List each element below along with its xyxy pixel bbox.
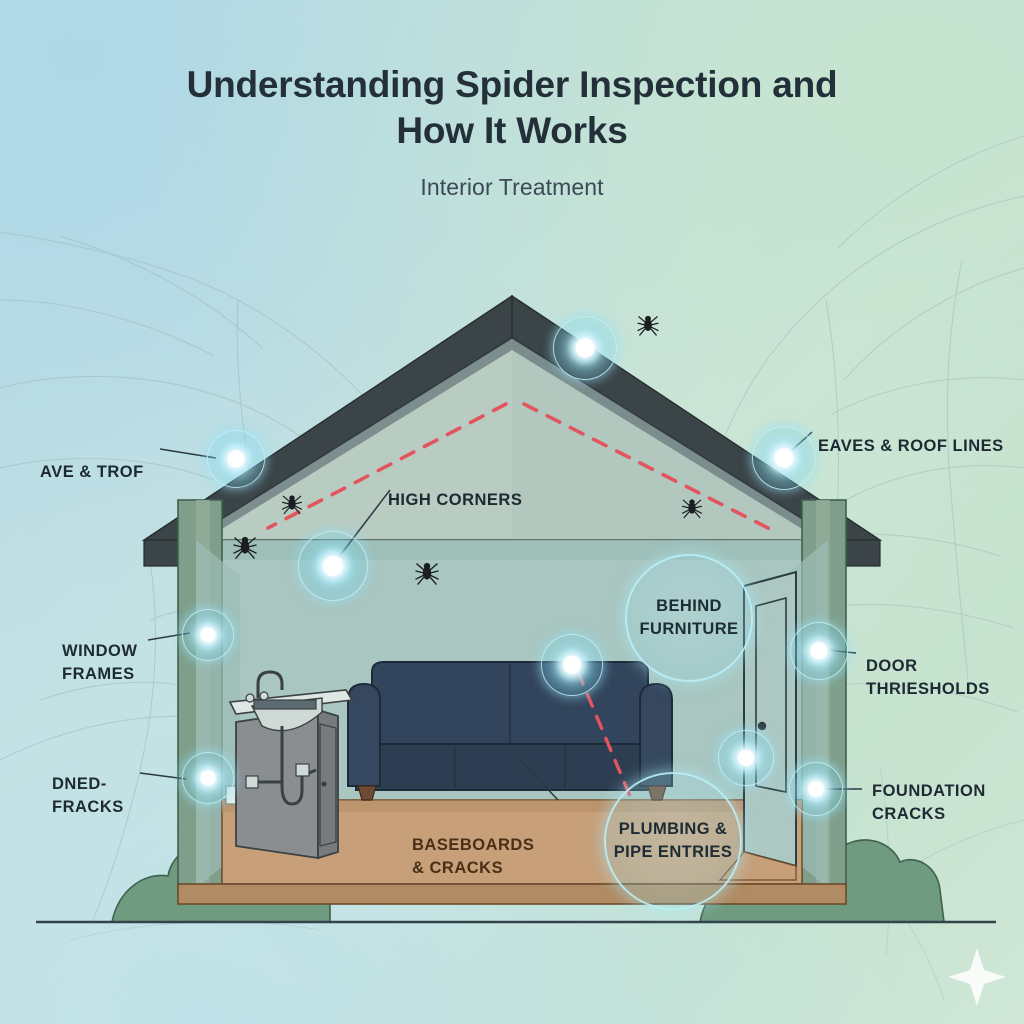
label-text: HIGH CORNERS — [388, 491, 523, 509]
title-line-1: Understanding Spider Inspection and — [186, 64, 838, 105]
glow-core-icon — [563, 656, 581, 674]
label-text: EAVES & ROOF LINES — [818, 437, 1004, 455]
spider-icon — [415, 562, 439, 585]
marker-door-thresholds[interactable] — [790, 622, 848, 680]
marker-eaves-roof-lines[interactable] — [752, 426, 816, 490]
glow-core-icon — [200, 770, 216, 786]
title-line-2: How It Works — [396, 110, 628, 151]
callout-label-high-corners[interactable]: HIGH CORNERS — [388, 466, 522, 512]
marker-foundation-cracks[interactable] — [789, 762, 843, 816]
callout-label-eaves-roof-lines[interactable]: EAVES & ROOF LINES — [818, 412, 1004, 458]
label-text: WINDOW FRAMES — [62, 642, 138, 683]
marker-plumbing-pipe-entries[interactable] — [718, 730, 774, 786]
cabinet-knob-icon — [321, 781, 327, 787]
label-text: AVE & TROF — [40, 463, 144, 481]
callout-bubble-behind-furniture[interactable]: BEHIND FURNITURE — [625, 554, 753, 682]
marker-eave-trof[interactable] — [207, 430, 265, 488]
marker-ridge[interactable] — [553, 316, 617, 380]
header-block: Understanding Spider Inspection and How … — [0, 62, 1024, 201]
spider-icon — [281, 495, 303, 515]
callout-label-dned-fracks[interactable]: DNED- FRACKS — [52, 750, 124, 819]
attic-dashed-guides — [266, 402, 774, 532]
page-title: Understanding Spider Inspection and How … — [0, 62, 1024, 154]
marker-dned-fracks[interactable] — [182, 752, 234, 804]
spider-icon — [637, 315, 659, 336]
label-text: BASEBOARDS & CRACKS — [412, 836, 535, 877]
glow-core-icon — [575, 338, 595, 358]
label-text: FOUNDATION CRACKS — [872, 782, 986, 823]
glow-core-icon — [227, 450, 245, 468]
callout-label-foundation-cracks[interactable]: FOUNDATION CRACKS — [872, 757, 986, 826]
label-text: DNED- FRACKS — [52, 775, 124, 816]
sparkle-icon — [948, 948, 1006, 1006]
leader-baseboards — [519, 759, 559, 801]
glow-core-icon — [810, 642, 828, 660]
marker-window-frames[interactable] — [182, 609, 234, 661]
callout-label-eave-trof[interactable]: AVE & TROF — [40, 438, 144, 484]
spider-icon — [233, 536, 257, 559]
glow-core-icon — [738, 750, 754, 766]
glow-core-icon — [808, 781, 824, 797]
door-handle-icon — [757, 721, 767, 731]
page-subtitle: Interior Treatment — [420, 174, 604, 200]
callout-label-baseboards[interactable]: BASEBOARDS & CRACKS — [412, 811, 534, 880]
leader-dned-fracks — [139, 772, 187, 780]
leader-eave-trof — [159, 448, 217, 459]
glow-core-icon — [323, 556, 343, 576]
sink-vanity — [228, 670, 354, 860]
callout-label-window-frames[interactable]: WINDOW FRAMES — [62, 617, 137, 686]
spider-icon — [681, 499, 703, 519]
callout-bubble-plumbing[interactable]: PLUMBING & PIPE ENTRIES — [604, 772, 742, 910]
sofa — [347, 661, 673, 801]
marker-behind-furniture[interactable] — [541, 634, 603, 696]
glow-core-icon — [774, 448, 794, 468]
callout-label-behind-furniture: BEHIND FURNITURE — [639, 597, 739, 638]
label-text: DOOR THRIESHOLDS — [866, 657, 990, 698]
callout-label-plumbing: PLUMBING & PIPE ENTRIES — [613, 820, 733, 861]
sofa-dashed-guide — [576, 670, 632, 798]
marker-high-corners[interactable] — [298, 531, 368, 601]
callout-label-door-thresholds[interactable]: DOOR THRIESHOLDS — [866, 632, 990, 701]
glow-core-icon — [200, 627, 216, 643]
